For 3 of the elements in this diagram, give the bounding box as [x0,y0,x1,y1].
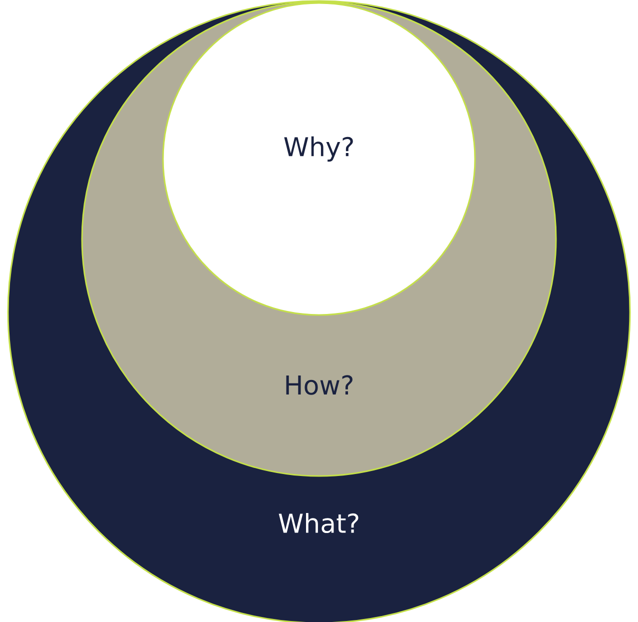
circle-label: What? [278,512,358,534]
circle-label: Why? [284,136,353,162]
circle-label: How? [286,375,352,395]
